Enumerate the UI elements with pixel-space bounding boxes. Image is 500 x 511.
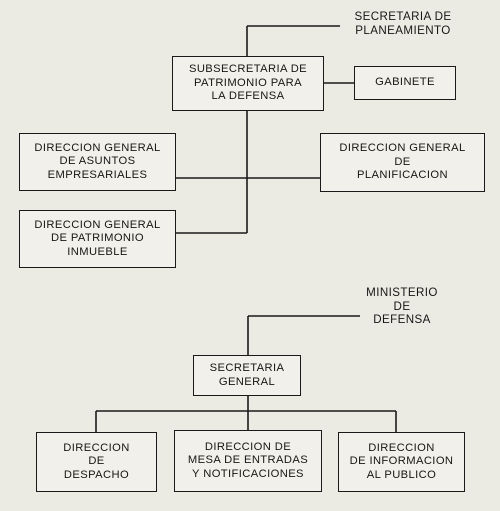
asuntos-empresariales-box: DIRECCION GENERAL DE ASUNTOS EMPRESARIAL…	[19, 133, 176, 191]
informacion-publico-text: DIRECCION DE INFORMACION AL PUBLICO	[349, 441, 454, 481]
planificacion-text: DIRECCION GENERAL DE PLANIFICACION	[339, 142, 466, 182]
asuntos-empresariales-text: DIRECCION GENERAL DE ASUNTOS EMPRESARIAL…	[34, 141, 161, 181]
patrimonio-inmueble-box: DIRECCION GENERAL DE PATRIMONIO INMUEBLE	[19, 210, 176, 268]
subsecretaria-patrimonio-text: SUBSECRETARIA DE PATRIMONIO PARA LA DEFE…	[188, 63, 308, 103]
ministerio-defensa-label: MINISTERIO DE DEFENSA	[366, 286, 438, 327]
gabinete-text: GABINETE	[375, 76, 435, 89]
secretaria-general-text: SECRETARIA GENERAL	[209, 361, 285, 388]
subsecretaria-patrimonio-box: SUBSECRETARIA DE PATRIMONIO PARA LA DEFE…	[172, 56, 324, 111]
informacion-publico-box: DIRECCION DE INFORMACION AL PUBLICO	[338, 432, 465, 492]
secretaria-general-box: SECRETARIA GENERAL	[193, 355, 301, 396]
planificacion-box: DIRECCION GENERAL DE PLANIFICACION	[320, 133, 485, 192]
patrimonio-inmueble-text: DIRECCION GENERAL DE PATRIMONIO INMUEBLE	[34, 218, 161, 258]
gabinete-box: GABINETE	[354, 66, 456, 100]
mesa-entradas-box: DIRECCION DE MESA DE ENTRADAS Y NOTIFICA…	[174, 430, 322, 492]
direccion-despacho-text: DIRECCION DE DESPACHO	[63, 441, 130, 481]
secretaria-planeamiento-label: SECRETARIA DE PLANEAMIENTO	[354, 10, 452, 37]
mesa-entradas-text: DIRECCION DE MESA DE ENTRADAS Y NOTIFICA…	[187, 440, 309, 480]
direccion-despacho-box: DIRECCION DE DESPACHO	[36, 432, 157, 492]
